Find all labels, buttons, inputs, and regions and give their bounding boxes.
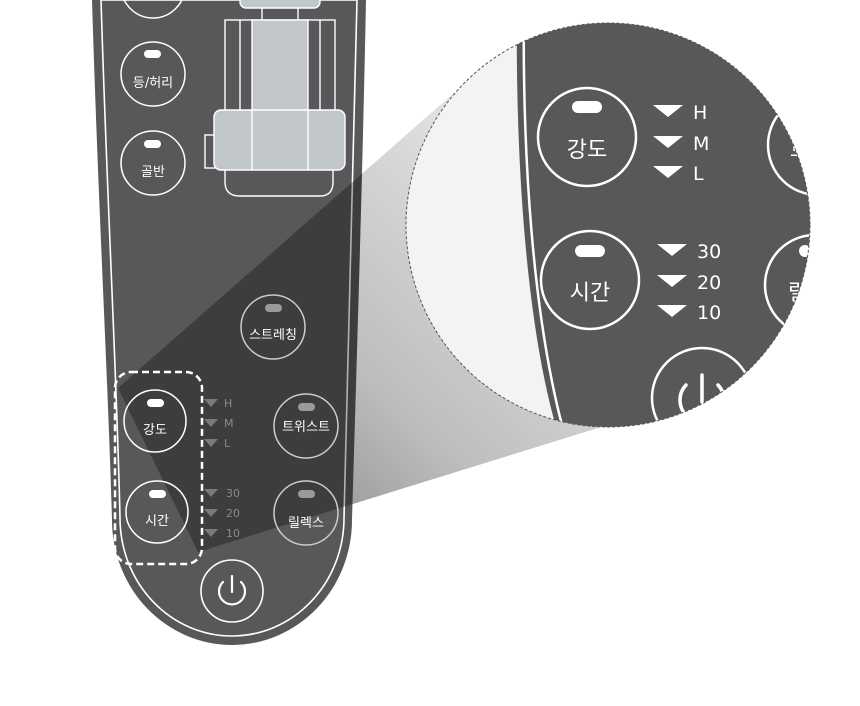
- svg-text:H: H: [693, 102, 707, 124]
- pelvis-button[interactable]: 골반: [120, 130, 186, 196]
- led-indicator: [149, 490, 166, 498]
- twist-button[interactable]: 트위스트: [273, 393, 339, 459]
- back-waist-button[interactable]: 등/허리: [120, 41, 186, 107]
- intensity-label: 강도: [143, 423, 167, 438]
- svg-text:시간: 시간: [570, 281, 610, 306]
- svg-text:30: 30: [226, 487, 240, 500]
- led-indicator: [144, 50, 161, 58]
- chair-illustration: [204, 0, 346, 197]
- led-indicator: [265, 304, 282, 312]
- triangle-icon: [204, 439, 218, 447]
- triangle-icon: [204, 509, 218, 517]
- svg-text:트: 트: [790, 138, 810, 163]
- svg-text:릴: 릴: [788, 281, 808, 306]
- mag-time-button: 시간: [539, 229, 641, 331]
- triangle-icon: [204, 529, 218, 537]
- time-levels: 30 20 10: [204, 487, 240, 540]
- led-indicator: [298, 403, 315, 411]
- svg-text:L: L: [224, 437, 231, 450]
- svg-text:M: M: [693, 133, 709, 155]
- power-icon: [217, 574, 247, 606]
- twist-label: 트위스트: [282, 420, 330, 435]
- triangle-icon: [204, 489, 218, 497]
- svg-text:H: H: [224, 397, 232, 410]
- shoulder-button[interactable]: [121, 0, 185, 19]
- power-button[interactable]: [200, 559, 264, 623]
- relax-label: 릴렉스: [288, 516, 324, 531]
- intensity-levels: H M L: [204, 397, 234, 450]
- mag-intensity-levels: H M L: [653, 102, 709, 185]
- pelvis-label: 골반: [141, 165, 165, 180]
- relax-button[interactable]: 릴렉스: [273, 480, 339, 546]
- time-button[interactable]: 시간: [125, 480, 189, 544]
- led-indicator: [144, 140, 161, 148]
- led-indicator: [298, 490, 315, 498]
- svg-text:30: 30: [697, 241, 721, 263]
- highlight-dashed-box: [113, 370, 204, 566]
- svg-text:강도: 강도: [567, 138, 607, 163]
- intensity-button[interactable]: 강도: [123, 389, 187, 453]
- svg-text:10: 10: [697, 302, 721, 324]
- svg-text:M: M: [224, 417, 234, 430]
- mag-time-levels: 30 20 10: [657, 241, 721, 324]
- svg-text:10: 10: [226, 527, 240, 540]
- triangle-icon: [204, 419, 218, 427]
- mag-intensity-button: 강도: [536, 86, 638, 188]
- svg-text:20: 20: [226, 507, 240, 520]
- stretching-label: 스트레칭: [249, 328, 297, 343]
- back-waist-label: 등/허리: [133, 76, 173, 91]
- led-indicator: [147, 399, 164, 407]
- svg-text:L: L: [693, 163, 704, 185]
- time-label: 시간: [145, 514, 169, 529]
- triangle-icon: [204, 399, 218, 407]
- stretching-button[interactable]: 스트레칭: [240, 294, 306, 360]
- svg-text:20: 20: [697, 272, 721, 294]
